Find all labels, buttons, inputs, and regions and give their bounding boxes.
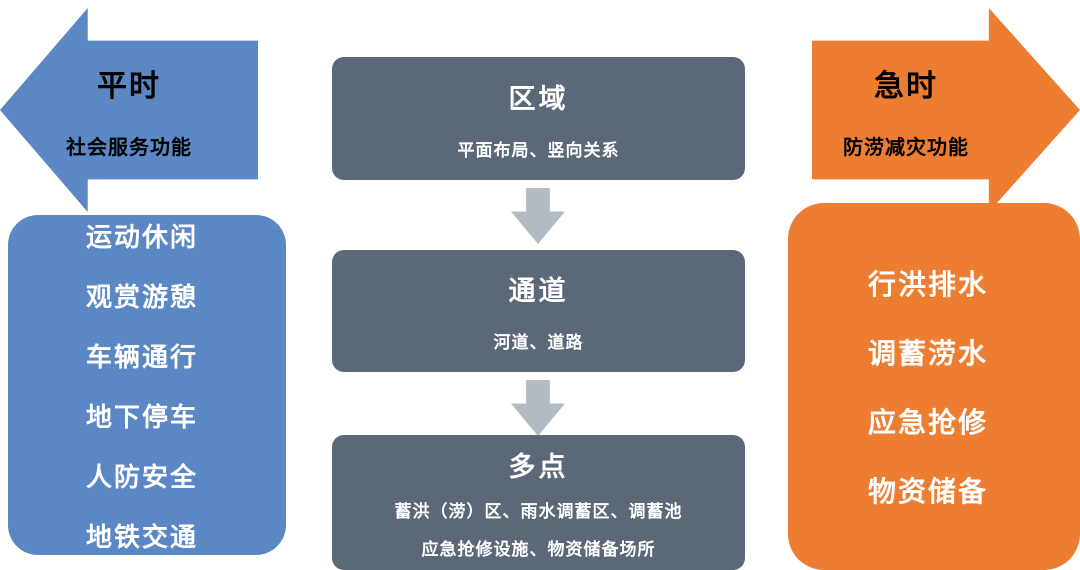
normal-time-arrow: 平时 社会服务功能 (0, 8, 258, 212)
flow-box-line: 应急抢修设施、物资储备场所 (421, 540, 656, 559)
down-arrow-icon (511, 188, 565, 244)
flow-box-line: 平面布局、竖向关系 (457, 140, 620, 160)
list-item: 地下停车 (86, 401, 199, 432)
list-item: 地铁交通 (86, 521, 199, 552)
flow-box-region: 区域 平面布局、竖向关系 (332, 57, 745, 180)
normal-time-title: 平时 (97, 69, 161, 103)
emergency-time-subtitle: 防涝减灾功能 (843, 136, 969, 159)
list-item: 调蓄涝水 (868, 338, 989, 369)
emergency-time-title: 急时 (874, 69, 938, 103)
list-item: 车辆通行 (86, 341, 199, 372)
flow-box-line: 河道、道路 (493, 333, 584, 352)
flow-box-multipoint: 多点 蓄洪（涝）区、雨水调蓄区、调蓄池 应急抢修设施、物资储备场所 (332, 435, 745, 570)
down-arrow-icon (511, 380, 565, 436)
list-item: 行洪排水 (868, 269, 989, 300)
normal-time-subtitle: 社会服务功能 (66, 136, 192, 159)
flow-box-line: 蓄洪（涝）区、雨水调蓄区、调蓄池 (394, 502, 683, 521)
flow-box-title: 通道 (508, 276, 569, 306)
flood-functions-panel: 行洪排水 调蓄涝水 应急抢修 物资储备 (788, 203, 1080, 570)
list-item: 应急抢修 (868, 407, 989, 438)
list-item: 观赏游憩 (86, 281, 199, 312)
list-item: 物资储备 (868, 476, 989, 507)
social-functions-panel: 运动休闲 观赏游憩 车辆通行 地下停车 人防安全 地铁交通 (8, 215, 286, 555)
flow-box-title: 区域 (508, 83, 569, 114)
flow-box-channel: 通道 河道、道路 (332, 250, 745, 372)
flow-box-title: 多点 (508, 452, 569, 482)
list-item: 人防安全 (86, 461, 199, 492)
emergency-time-arrow: 急时 防涝减灾功能 (812, 8, 1080, 212)
list-item: 运动休闲 (86, 221, 199, 252)
